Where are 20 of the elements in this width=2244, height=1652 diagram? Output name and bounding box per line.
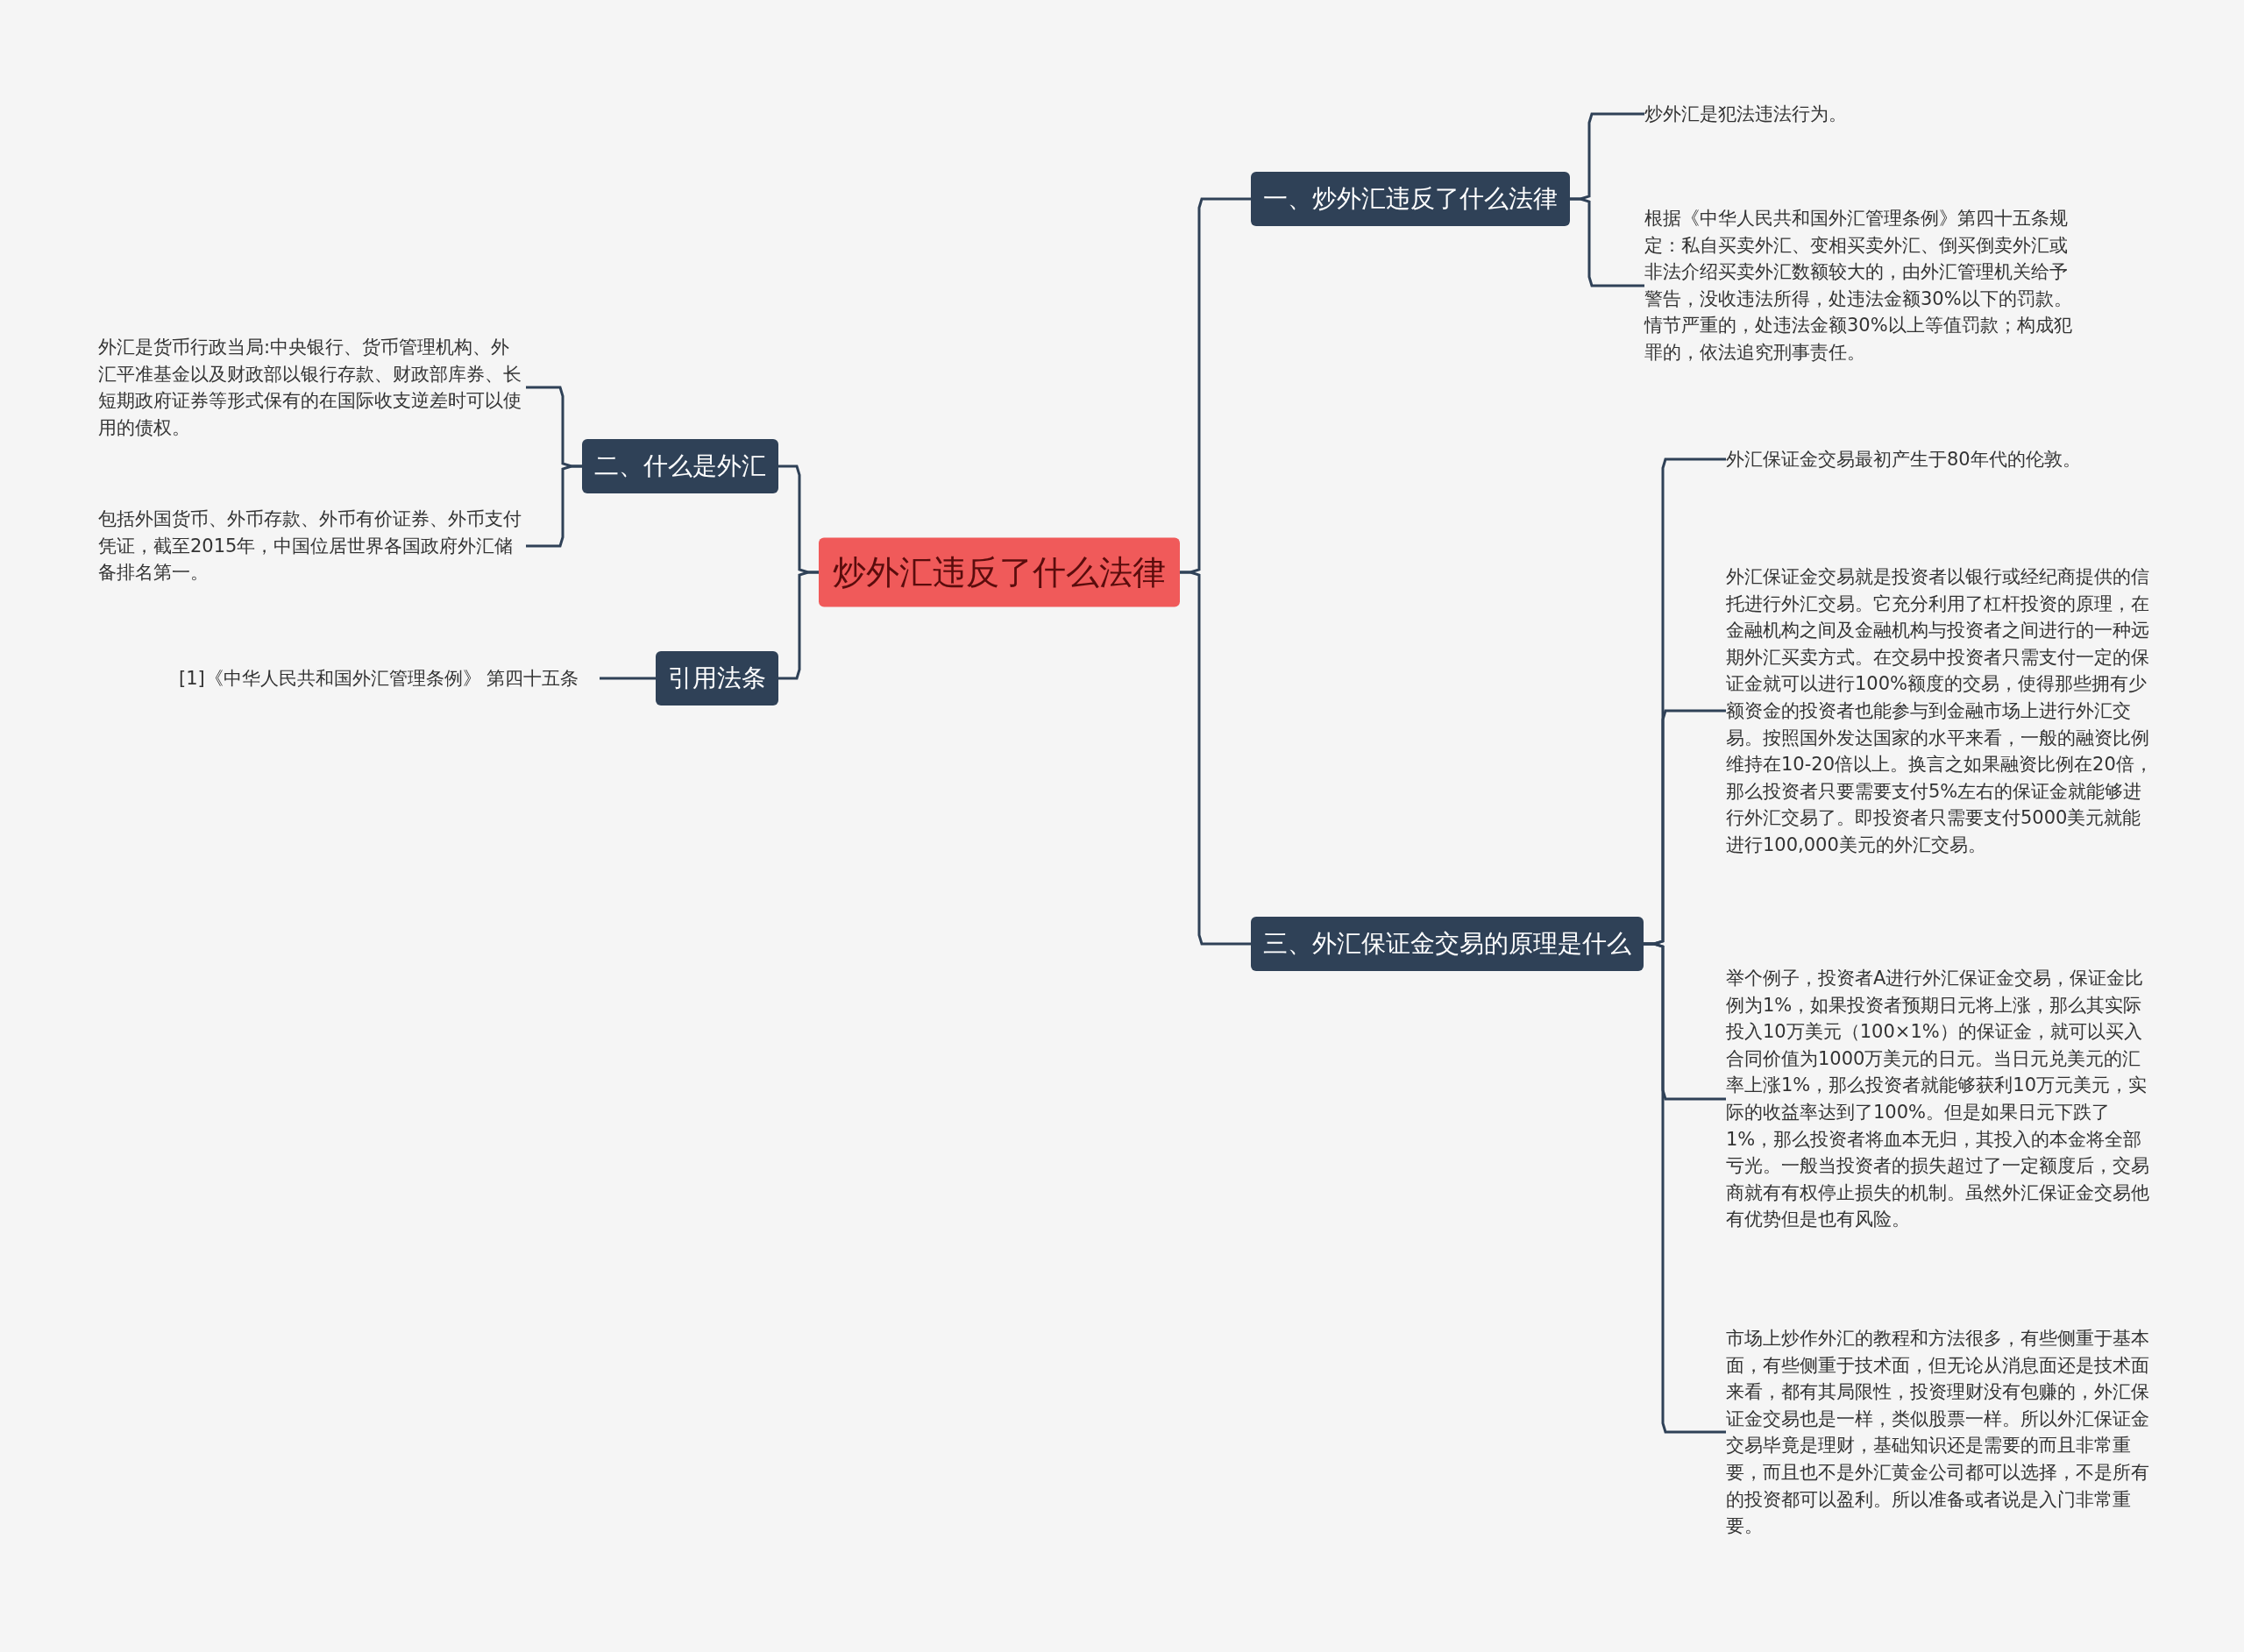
central-topic-box: 炒外汇违反了什么法律 [819, 537, 1180, 607]
note-text: 包括外国货币、外币存款、外币有价证券、外币支付凭证，截至2015年，中国位居世界各国政府外汇储备排名第一。 [98, 506, 526, 586]
connector-line [526, 464, 582, 548]
note-text: 外汇保证金交易最初产生于80年代的伦敦。 [1726, 445, 2191, 473]
topic-box: 引用法条 [656, 651, 778, 705]
topic-box: 三、外汇保证金交易的原理是什么 [1251, 917, 1644, 971]
note-text: 炒外汇是犯法违法行为。 [1644, 100, 2100, 128]
note-text: [1]《中华人民共和国外汇管理条例》 第四十五条 [179, 664, 600, 692]
note-text: 举个例子，投资者A进行外汇保证金交易，保证金比例为1%，如果投资者预期日元将上涨，那么其实际投入10万美元（100×1%）的保证金，就可以买入合同价值为1000万美元的日元。当日元兑美元的汇率上涨1%，那么投资者就能够获利10万元美元，实际的收益率达到了100%。但是如果日元下跌了1%，那么投资者将血本无归，其投入的本金将全部亏光。一般当投资者的损失超过了一定额度后，交易商就有有权停止损失的机制。虽然外汇保证金交易他有优势但是也有风险。 [1726, 965, 2157, 1233]
connector-line [1570, 197, 1644, 287]
connector-line [778, 571, 819, 680]
note-text: 市场上炒作外汇的教程和方法很多，有些侧重于基本面，有些侧重于技术面，但无论从消息面还是技术面来看，都有其局限性，投资理财没有包赚的，外汇保证金交易也是一样，类似股票一样。所以外汇保证金交易毕竟是理财，基础知识还是需要的而且非常重要，而且也不是外汇黄金公司都可以选择，不是所有的投资都可以盈利。所以准备或者说是入门非常重要。 [1726, 1324, 2157, 1540]
connector-line [600, 677, 656, 680]
topic-box: 二、什么是外汇 [582, 439, 778, 493]
note-text: 根据《中华人民共和国外汇管理条例》第四十五条规定：私自买卖外汇、变相买卖外汇、倒买倒卖外汇或非法介绍买卖外汇数额较大的，由外汇管理机关给予警告，没收违法所得，处违法金额30%以下的罚款。情节严重的，处违法金额30%以上等值罚款；构成犯罪的，依法追究刑事责任。 [1644, 205, 2074, 366]
topic-box: 一、炒外汇违反了什么法律 [1251, 172, 1570, 226]
note-text: 外汇保证金交易就是投资者以银行或经纪商提供的信托进行外汇交易。它充分利用了杠杆投资的原理，在金融机构之间及金融机构与投资者之间进行的一种远期外汇买卖方式。在交易中投资者只需支付一定的保证金就可以进行100%额度的交易，使得那些拥有少额资金的投资者也能参与到金融市场上进行外汇交易。按照国外发达国家的水平来看，一般的融资比例维持在10-20倍以上。换言之如果融资比例在20倍，那么投资者只要需要支付5%左右的保证金就能够进行外汇交易了。即投资者只需要支付5000美元就能进行100,000美元的外汇交易。 [1726, 563, 2157, 859]
connector-line [1180, 571, 1251, 946]
note-text: 外汇是货币行政当局:中央银行、货币管理机构、外汇平准基金以及财政部以银行存款、财政部库券、长短期政府证券等形式保有的在国际收支逆差时可以使用的债权。 [98, 333, 526, 442]
connector-line [1644, 942, 1726, 1434]
